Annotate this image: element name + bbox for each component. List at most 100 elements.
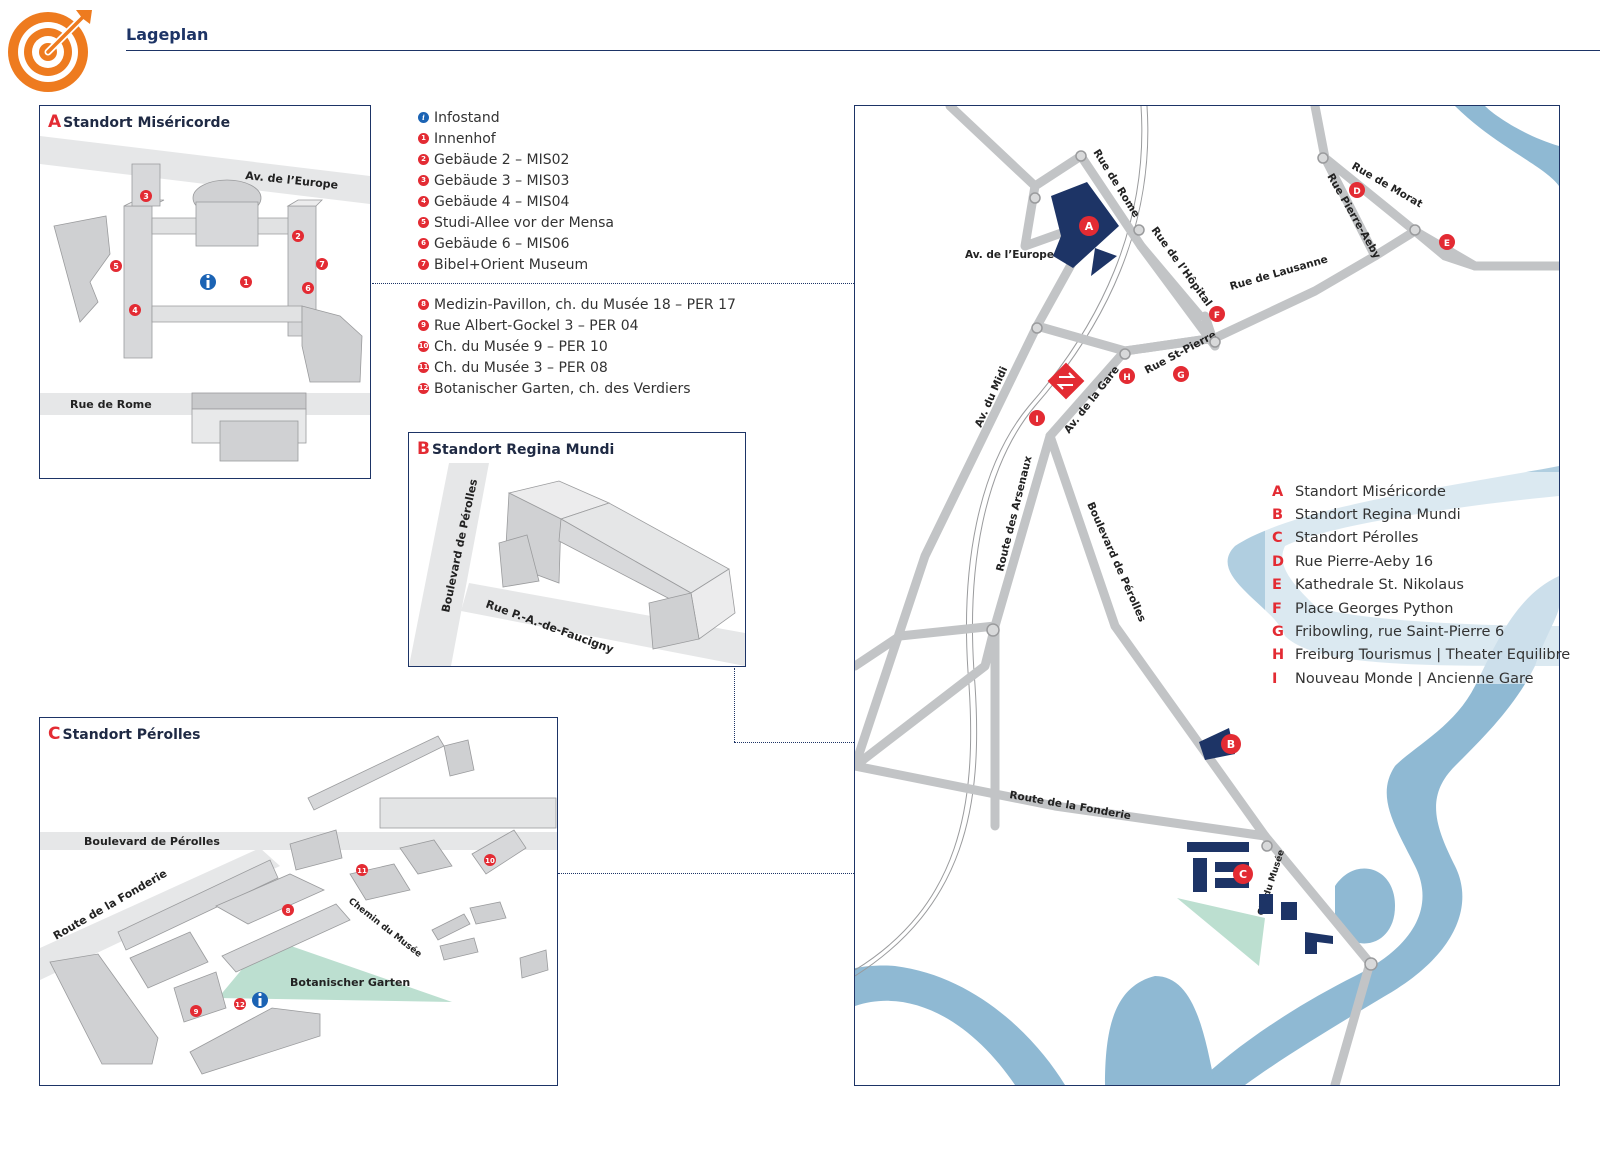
marker-10: 10 bbox=[485, 857, 495, 865]
connector-misericorde bbox=[372, 283, 1088, 284]
perolles-site-plan: Boulevard de Pérolles Route de la Fonder… bbox=[40, 735, 557, 1075]
legend-label: Standort Regina Mundi bbox=[1295, 507, 1461, 524]
legend-label: Ch. du Musée 3 – PER 08 bbox=[434, 359, 608, 376]
legend-label: Fribowling, rue Saint-Pierre 6 bbox=[1295, 624, 1505, 641]
legend-marker: 4 bbox=[418, 196, 429, 207]
legend-item: i Infostand bbox=[418, 107, 736, 128]
legend-letter: B bbox=[1272, 507, 1284, 524]
marker-1: 1 bbox=[243, 278, 249, 287]
legend-label: Gebäude 6 – MIS06 bbox=[434, 235, 570, 252]
legend-letter: H bbox=[1272, 647, 1285, 664]
train-station-icon bbox=[1047, 362, 1085, 400]
legend-label: Standort Miséricorde bbox=[1295, 483, 1446, 500]
legend-label: Studi-Allee vor der Mensa bbox=[434, 214, 615, 231]
legend-label: Gebäude 2 – MIS02 bbox=[434, 151, 570, 168]
legend-label: Kathedrale St. Nikolaus bbox=[1295, 577, 1464, 594]
marker-g: G bbox=[1177, 371, 1184, 381]
panel-standort-perolles: Boulevard de Pérolles Route de la Fonder… bbox=[39, 717, 558, 1086]
legend-letter: E bbox=[1272, 577, 1282, 594]
legend-item: 6 Gebäude 6 – MIS06 bbox=[418, 233, 736, 254]
marker-h: H bbox=[1123, 373, 1131, 383]
marker-a: A bbox=[1085, 220, 1094, 233]
legend-item: 11 Ch. du Musée 3 – PER 08 bbox=[418, 357, 736, 378]
connector-regina-mundi-vertical bbox=[734, 668, 735, 742]
target-arrow-icon bbox=[8, 10, 92, 92]
marker-11: 11 bbox=[357, 867, 367, 875]
info-icon: i bbox=[418, 112, 429, 123]
legend-label: Innenhof bbox=[434, 130, 496, 147]
panel-b-title-text: Standort Regina Mundi bbox=[431, 442, 615, 458]
panel-a-title-text: Standort Miséricorde bbox=[63, 115, 231, 131]
legend-letter: C bbox=[1272, 530, 1283, 547]
overview-map: Rue de Rome Av. de l’Europe Rue de l’Hôp… bbox=[854, 105, 1560, 1086]
legend-marker: 11 bbox=[418, 362, 429, 373]
panel-b-letter: B bbox=[417, 439, 430, 459]
legend-label: Infostand bbox=[434, 109, 500, 126]
misericorde-site-plan: Av. de l’Europe Rue de Rome 3 2 7 5 1 6 … bbox=[40, 136, 370, 462]
marker-7: 7 bbox=[319, 260, 325, 269]
legend-item: 9 Rue Albert-Gockel 3 – PER 04 bbox=[418, 315, 736, 336]
marker-d: D bbox=[1353, 187, 1360, 197]
marker-3: 3 bbox=[143, 192, 149, 201]
legend-label: Standort Pérolles bbox=[1295, 530, 1419, 547]
legend-marker: 9 bbox=[418, 320, 429, 331]
street-label: Boulevard de Pérolles bbox=[84, 835, 220, 848]
legend-item: B Standort Regina Mundi bbox=[1272, 503, 1570, 526]
info-icon bbox=[200, 274, 216, 290]
legend-marker: 6 bbox=[418, 238, 429, 249]
legend-item: E Kathedrale St. Nikolaus bbox=[1272, 574, 1570, 597]
marker-i: I bbox=[1035, 415, 1038, 425]
street-label: Chemin du Musée bbox=[346, 896, 424, 960]
legend-label: Rue Albert-Gockel 3 – PER 04 bbox=[434, 317, 639, 334]
street-label: Rue de Rome bbox=[70, 398, 152, 411]
legend-label: Place Georges Python bbox=[1295, 600, 1454, 617]
legend-marker: 1 bbox=[418, 133, 429, 144]
legend-item: 1 Innenhof bbox=[418, 128, 736, 149]
city-map: Rue de Rome Av. de l’Europe Rue de l’Hôp… bbox=[855, 106, 1559, 1085]
marker-5: 5 bbox=[113, 262, 119, 271]
legend-marker: 12 bbox=[418, 383, 429, 394]
legend-item: 8 Medizin-Pavillon, ch. du Musée 18 – PER… bbox=[418, 294, 736, 315]
legend-marker: 5 bbox=[418, 217, 429, 228]
legend-label: Botanischer Garten, ch. des Verdiers bbox=[434, 380, 691, 397]
marker-12: 12 bbox=[235, 1001, 245, 1009]
legend-item: 12 Botanischer Garten, ch. des Verdiers bbox=[418, 378, 736, 399]
legend-label: Nouveau Monde | Ancienne Gare bbox=[1295, 670, 1534, 687]
street-label: Route de la Fonderie bbox=[1008, 789, 1131, 822]
marker-f: F bbox=[1214, 311, 1220, 321]
marker-2: 2 bbox=[295, 232, 301, 241]
panel-standort-regina-mundi: Boulevard de Pérolles Rue P.-A.-de-Fauci… bbox=[408, 432, 746, 667]
legend-label: Gebäude 4 – MIS04 bbox=[434, 193, 570, 210]
legend-letter: D bbox=[1272, 553, 1285, 570]
marker-4: 4 bbox=[132, 306, 138, 315]
legend-label: Bibel+Orient Museum bbox=[434, 256, 589, 273]
page-title: Lageplan bbox=[126, 25, 209, 44]
legend-marker: 7 bbox=[418, 259, 429, 270]
marker-9: 9 bbox=[194, 1008, 199, 1016]
street-label: Av. de l’Europe bbox=[965, 249, 1054, 261]
panel-a-letter: A bbox=[48, 112, 62, 132]
legend-marker: 8 bbox=[418, 299, 429, 310]
garden-label: Botanischer Garten bbox=[290, 976, 410, 989]
legend-marker: 10 bbox=[418, 341, 429, 352]
legend-marker: 2 bbox=[418, 154, 429, 165]
marker-c: C bbox=[1239, 868, 1247, 881]
marker-8: 8 bbox=[286, 907, 291, 915]
legend-item: 4 Gebäude 4 – MIS04 bbox=[418, 191, 736, 212]
panel-c-letter: C bbox=[48, 724, 61, 744]
regina-mundi-site-plan: Boulevard de Pérolles Rue P.-A.-de-Fauci… bbox=[409, 463, 745, 666]
legend-item: 7 Bibel+Orient Museum bbox=[418, 254, 736, 275]
legend-item: 2 Gebäude 2 – MIS02 bbox=[418, 149, 736, 170]
panel-standort-misericorde: Av. de l’Europe Rue de Rome 3 2 7 5 1 6 … bbox=[39, 105, 371, 479]
info-icon bbox=[252, 992, 268, 1008]
legend-label: Medizin-Pavillon, ch. du Musée 18 – PER … bbox=[434, 296, 736, 313]
